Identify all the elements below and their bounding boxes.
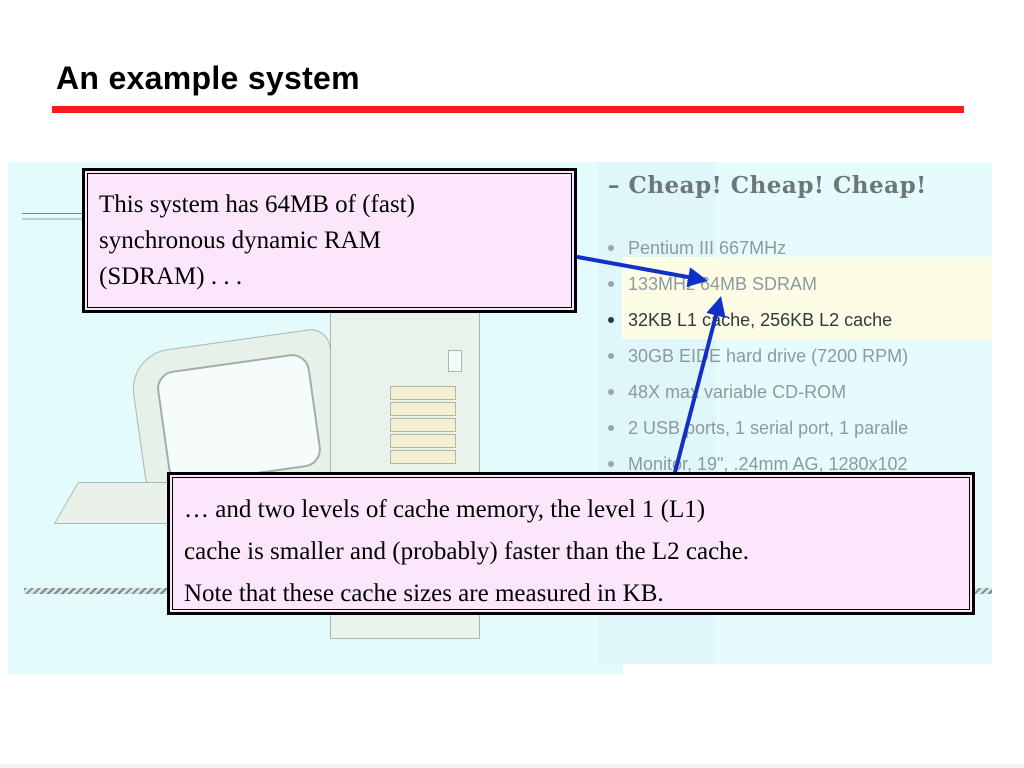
bullet-icon (608, 245, 614, 251)
bullet-icon (608, 389, 614, 395)
footer-rule (0, 764, 1024, 768)
title-underline (52, 106, 964, 113)
ram-callout-line: This system has 64MB of (fast) (99, 191, 415, 218)
spec-text: 2 USB ports, 1 serial port, 1 paralle (628, 418, 909, 438)
cache-callout-line: … and two levels of cache memory, the le… (184, 496, 706, 523)
spec-text: Pentium III 667MHz (628, 238, 787, 258)
spec-list: Pentium III 667MHz 133MHz 64MB SDRAM 32K… (604, 230, 992, 482)
monitor-screen-icon (154, 351, 324, 487)
tower-slot-icon (448, 350, 462, 372)
ram-callout-line: synchronous dynamic RAM (99, 227, 381, 254)
drive-bay-icon (390, 402, 456, 416)
spec-item: 48X max variable CD-ROM (604, 374, 992, 410)
spec-text: 32KB L1 cache, 256KB L2 cache (628, 310, 893, 330)
spec-item: 32KB L1 cache, 256KB L2 cache (604, 302, 992, 338)
cache-callout: … and two levels of cache memory, the le… (167, 472, 975, 615)
spec-item: 133MHz 64MB SDRAM (604, 266, 992, 302)
drive-bay-icon (390, 418, 456, 432)
ram-callout: This system has 64MB of (fast) synchrono… (82, 168, 577, 313)
spec-item: 30GB EIDE hard drive (7200 RPM) (604, 338, 992, 374)
ram-callout-line: (SDRAM) . . . (99, 263, 243, 290)
screenshot-rule-bottom-right (972, 588, 992, 594)
bullet-icon (608, 281, 614, 287)
bullet-icon (608, 425, 614, 431)
spec-text: 30GB EIDE hard drive (7200 RPM) (628, 346, 909, 366)
spec-text: 48X max variable CD-ROM (628, 382, 847, 402)
spec-item: 2 USB ports, 1 serial port, 1 paralle (604, 410, 992, 446)
drive-bay-icon (390, 434, 456, 448)
spec-item: Pentium III 667MHz (604, 230, 992, 266)
ad-heading: – Cheap! Cheap! Cheap! (608, 172, 927, 199)
drive-bay-icon (390, 386, 456, 400)
cache-callout-line: Note that these cache sizes are measured… (184, 580, 664, 607)
cache-callout-line: cache is smaller and (probably) faster t… (184, 538, 750, 565)
bullet-icon (608, 461, 614, 467)
spec-text: Monitor, 19", .24mm AG, 1280x102 (628, 454, 908, 474)
slide-title: An example system (56, 60, 360, 96)
drive-bay-icon (390, 450, 456, 464)
spec-text: 133MHz 64MB SDRAM (628, 274, 818, 294)
bullet-icon (608, 317, 614, 323)
bullet-icon (608, 353, 614, 359)
screenshot-rule-bottom (24, 588, 174, 594)
